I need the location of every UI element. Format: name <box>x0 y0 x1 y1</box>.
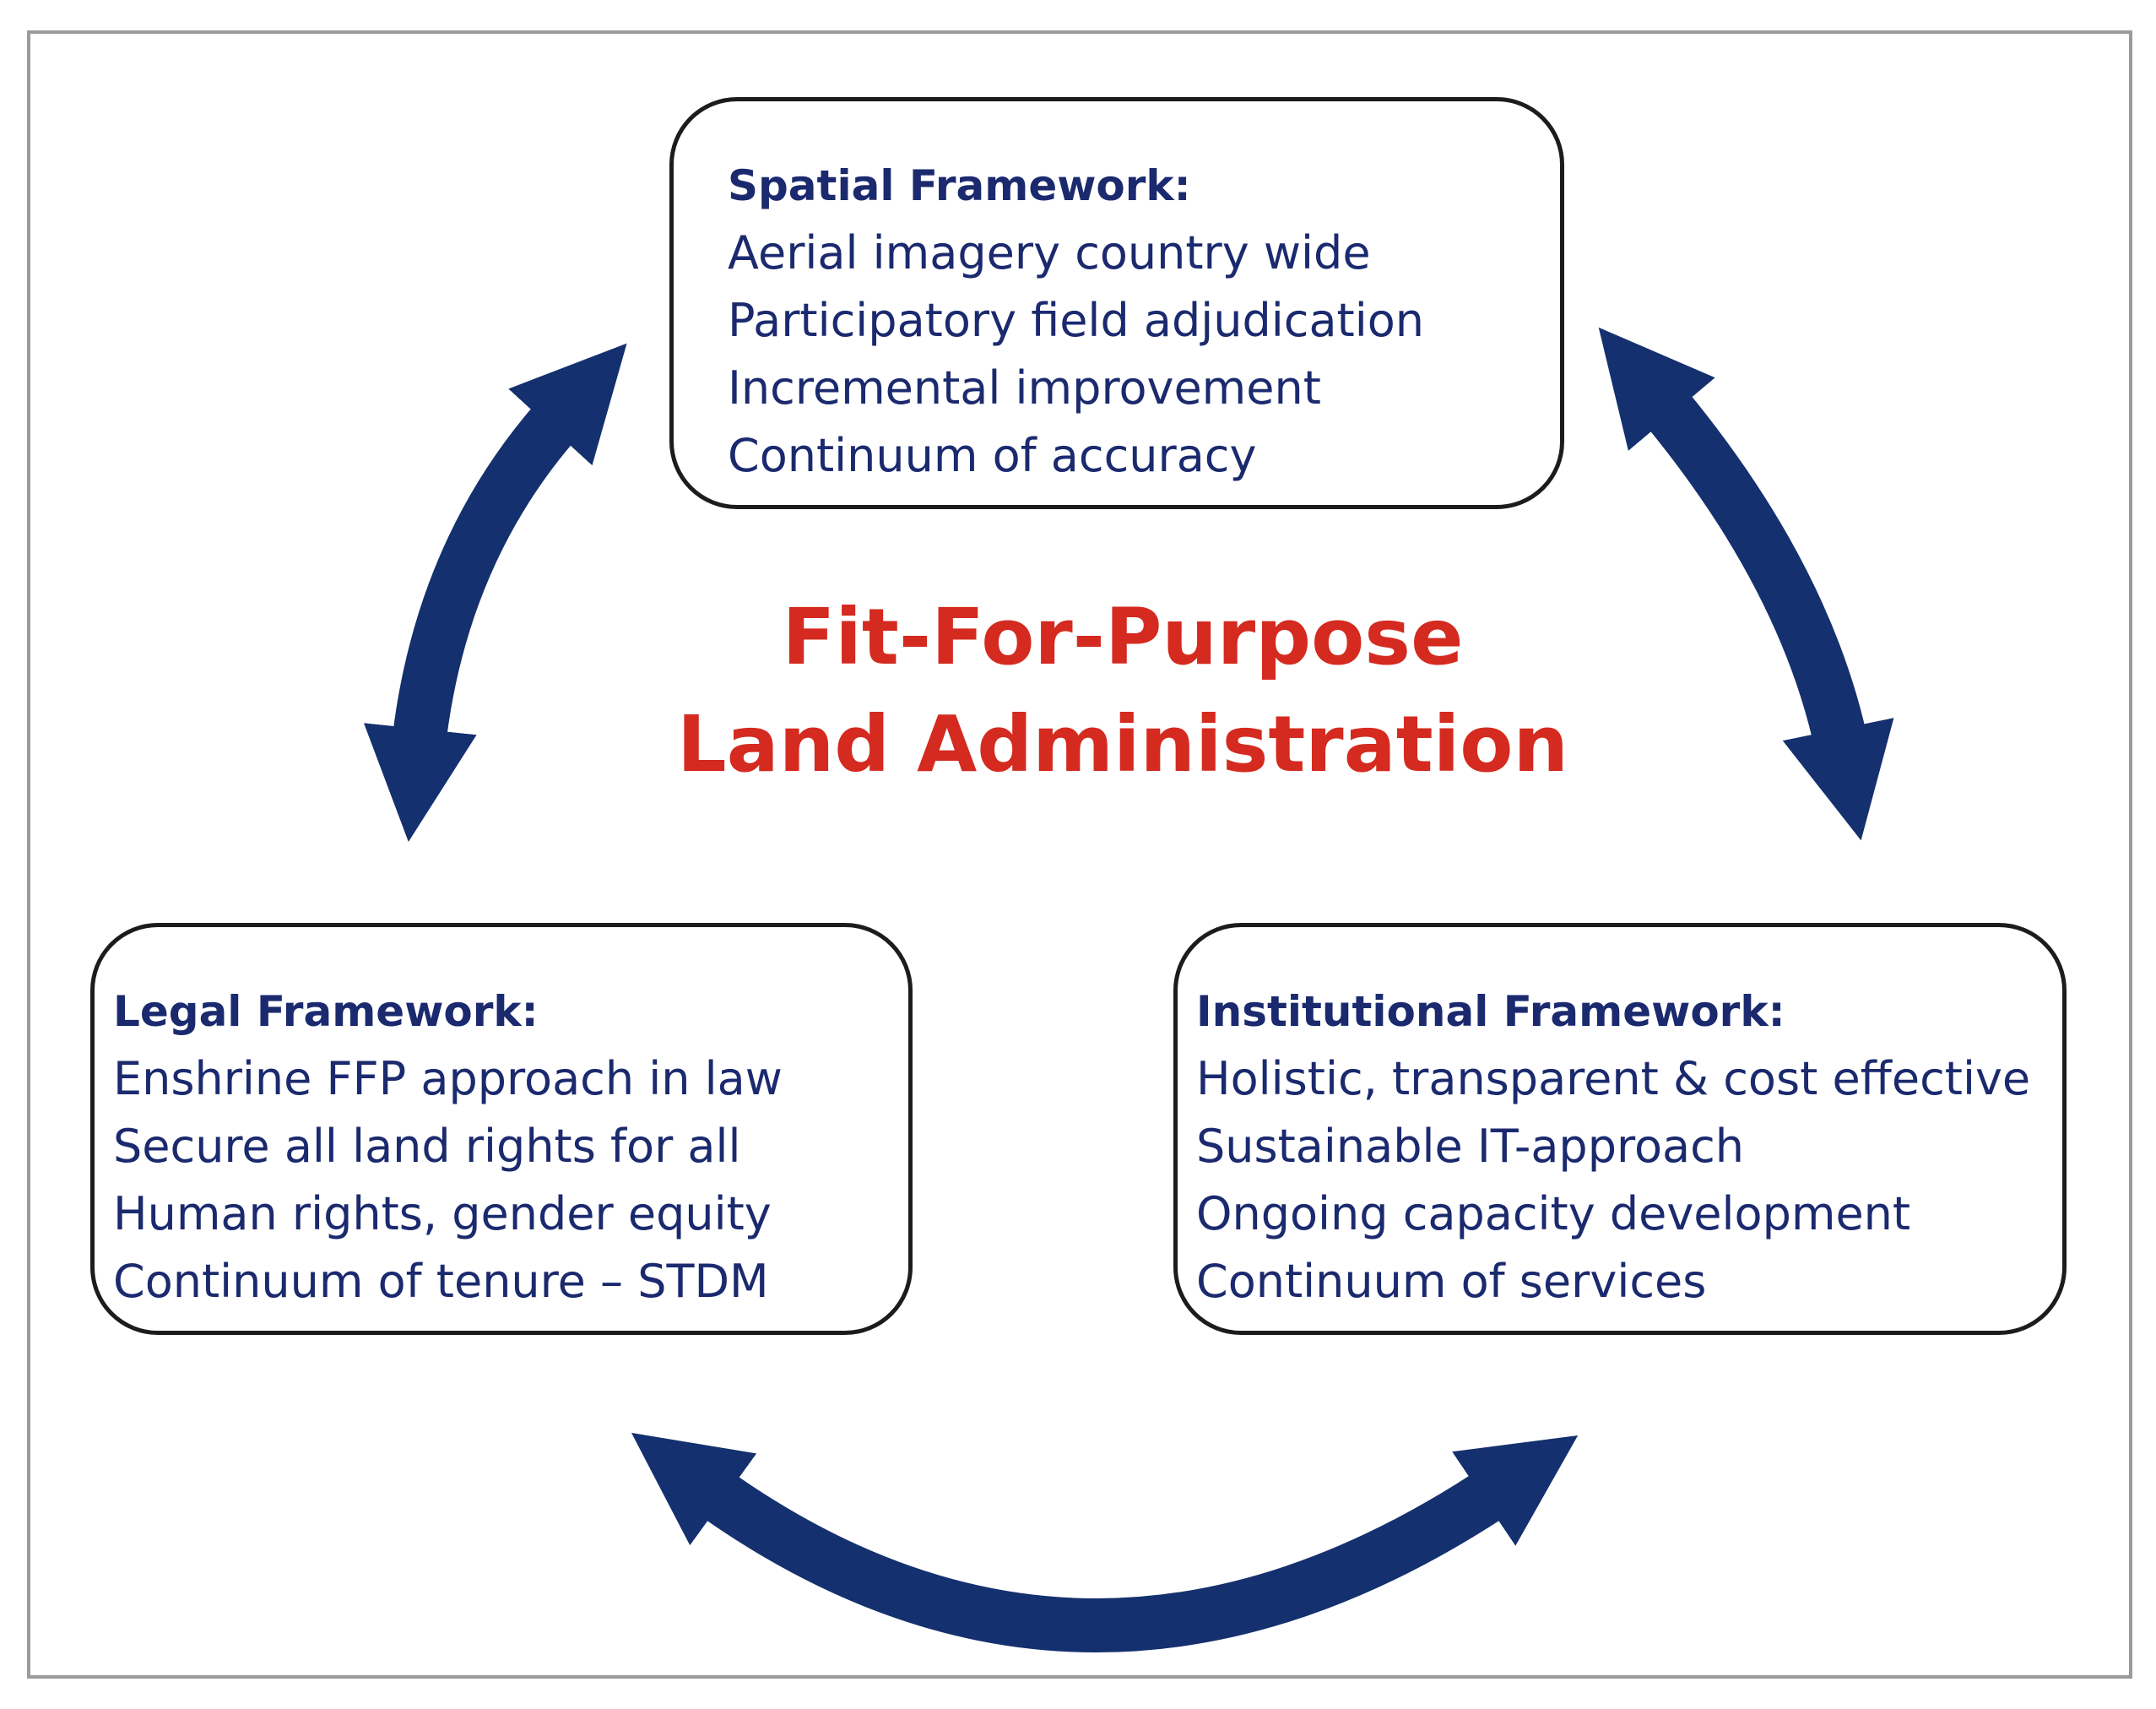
institutional-item: Continuum of services <box>1196 1255 1707 1308</box>
spatial-framework-box: Spatial Framework: Aerial imagery countr… <box>669 97 1564 509</box>
legal-item: Enshrine FFP approach in law <box>113 1052 783 1105</box>
arrow-legal-institutional <box>631 1432 1579 1652</box>
legal-item: Continuum of tenure – STDM <box>113 1255 769 1308</box>
legal-framework-title: Legal Framework: <box>113 987 539 1036</box>
legal-item: Human rights, gender equity <box>113 1187 772 1240</box>
spatial-item: Incremental improvement <box>728 361 1321 415</box>
institutional-item: Ongoing capacity development <box>1196 1187 1911 1240</box>
center-title-line-2: Land Administration <box>677 699 1568 789</box>
center-title-line-1: Fit-For-Purpose <box>782 592 1464 682</box>
spatial-item: Continuum of accuracy <box>728 429 1257 482</box>
spatial-item: Aerial imagery country wide <box>728 226 1371 279</box>
arrow-spatial-legal <box>363 343 627 842</box>
arrow-spatial-institutional <box>1598 327 1894 841</box>
spatial-item: Participatory field adjudication <box>728 294 1424 347</box>
institutional-framework-title: Institutional Framework: <box>1196 987 1785 1036</box>
institutional-item: Holistic, transparent & cost effective <box>1196 1052 2031 1105</box>
institutional-item: Sustainable IT-approach <box>1196 1120 1745 1173</box>
institutional-framework-box: Institutional Framework: Holistic, trans… <box>1173 923 2067 1335</box>
legal-framework-box: Legal Framework: Enshrine FFP approach i… <box>90 923 913 1335</box>
spatial-framework-title: Spatial Framework: <box>728 161 1191 210</box>
legal-item: Secure all land rights for all <box>113 1120 741 1173</box>
